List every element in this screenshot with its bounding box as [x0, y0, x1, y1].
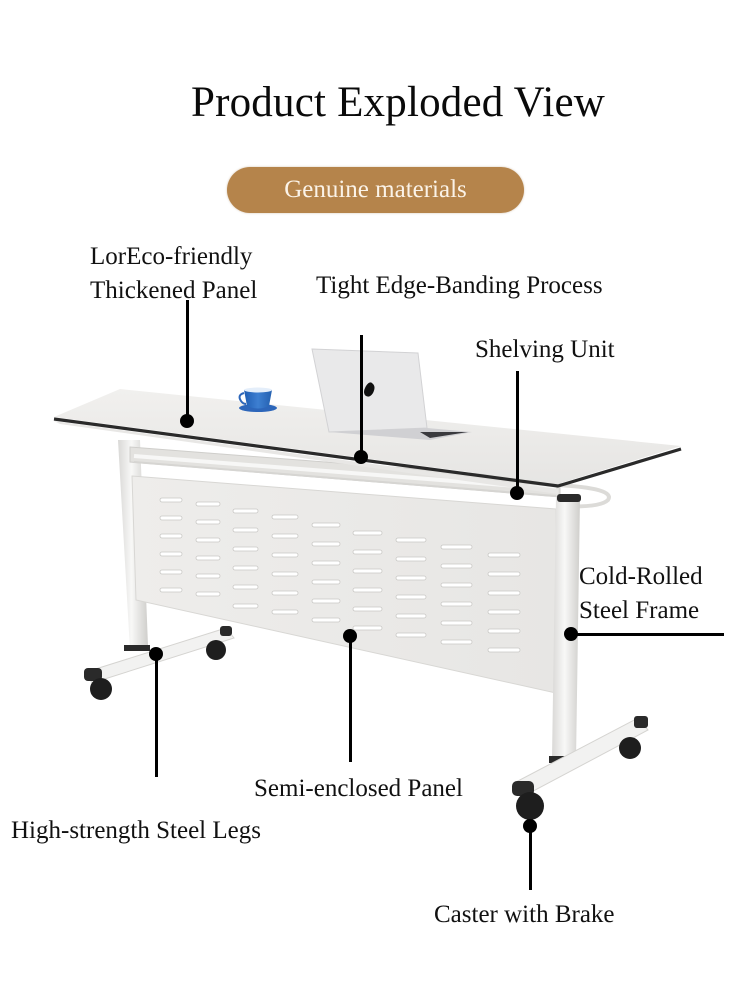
coffee-cup [238, 387, 277, 412]
callout-dot-modesty [343, 629, 357, 643]
callout-label-edge: Tight Edge-Banding Process [316, 269, 603, 303]
callout-leader-modesty [349, 636, 352, 762]
callout-line: Thickened Panel [90, 276, 258, 304]
callout-dot-edge [354, 450, 368, 464]
callout-leader-frame [571, 633, 724, 636]
callout-dot-caster [523, 819, 537, 833]
callout-leader-shelf [516, 371, 519, 493]
callout-leader-edge [360, 335, 363, 457]
left-foot [84, 626, 235, 700]
callout-dot-shelf [510, 486, 524, 500]
callout-leader-panel [186, 300, 189, 421]
right-foot [512, 716, 649, 820]
callout-line: Shelving Unit [475, 336, 615, 363]
callout-label-modesty: Semi-enclosed Panel [254, 772, 463, 806]
page-title: Product Exploded View [190, 79, 606, 126]
callout-label-panel: LorEco-friendly Thickened Panel [90, 240, 257, 308]
callout-line: High-strength Steel Legs [11, 817, 261, 844]
callout-line: LorEco-friendly [90, 243, 253, 270]
callout-label-frame: Cold-Rolled Steel Frame [579, 560, 703, 628]
table-top [53, 389, 682, 494]
laptop [311, 348, 472, 440]
callout-leader-legs [155, 654, 158, 777]
callout-label-shelf: Shelving Unit [475, 333, 615, 367]
genuine-materials-badge: Genuine materials [227, 167, 524, 213]
modesty-panel [131, 475, 557, 694]
callout-leader-caster [529, 826, 532, 890]
callout-dot-panel [180, 414, 194, 428]
callout-line: Caster with Brake [434, 901, 615, 928]
callout-dot-frame [564, 627, 578, 641]
callout-line: Semi-enclosed Panel [254, 775, 463, 802]
callout-line: Tight Edge-Banding Process [316, 272, 603, 299]
callout-dot-legs [149, 647, 163, 661]
callout-line: Cold-Rolled [579, 563, 703, 590]
callout-line: Steel Frame [579, 596, 700, 624]
callout-label-legs: High-strength Steel Legs [11, 814, 261, 848]
callout-label-caster: Caster with Brake [434, 898, 615, 932]
